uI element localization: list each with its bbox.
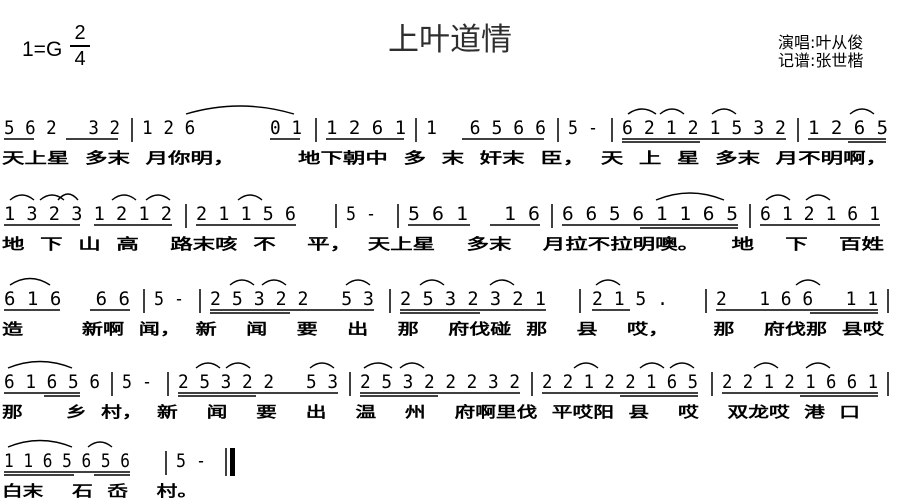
system-1: 5 6 2 3 2 1 2 6 0 1 1 2 6 1 1 6 5 6 6 5 … xyxy=(2,105,888,167)
measure-2-1: 1 3 2 3 1 2 1 2 xyxy=(4,203,172,225)
time-signature-top: 2 xyxy=(74,22,86,44)
measure-1-2: 1 2 6 0 1 xyxy=(142,117,302,139)
measure-1-4: 1 6 5 6 6 xyxy=(426,117,546,139)
measure-3-6: 2 1 6 6 1 1 xyxy=(716,288,878,310)
time-signature-line xyxy=(70,45,90,47)
song-title: 上叶道情 xyxy=(388,22,512,58)
beams-slurs xyxy=(4,439,130,476)
measure-3-5: 2 1 5 . xyxy=(592,288,668,310)
lyrics-line-5: 白末 石 岙 村。 xyxy=(2,482,198,500)
time-signature: 2 4 xyxy=(70,22,90,70)
measure-1-6: 6 2 1 2 1 5 3 2 xyxy=(622,117,786,139)
time-signature-bottom: 4 xyxy=(74,48,86,70)
beams-slurs xyxy=(4,277,878,314)
lyrics-line-1: 天上星 多末 月你明， 地下朝中 多 末 奸末 臣， 天 上 星 多末 月不明啊… xyxy=(2,149,888,167)
measure-1-3: 1 2 6 1 xyxy=(326,117,406,139)
measure-1-1: 5 6 2 3 2 xyxy=(4,117,120,139)
lyrics-line-3: 造 新啊 闻， 新 闻 要 出 那 府伐碰 那 县 哎， 那 府伐那 县哎 xyxy=(2,320,885,338)
measure-4-5: 2 2 1 2 2 1 6 5 xyxy=(542,371,698,393)
measure-2-2: 2 1 1 5 6 xyxy=(196,203,296,225)
measure-1-5: 5 - xyxy=(568,117,598,139)
system-5: 1 1 6 5 6 5 6 5 - 白末 石 岙 村。 xyxy=(2,439,235,500)
measure-4-2: 5 - xyxy=(122,371,152,393)
system-3: 6 1 6 6 6 5 - 2 5 3 2 2 5 3 2 5 3 2 3 2 … xyxy=(2,277,889,338)
key-signature: 1=G xyxy=(22,38,63,61)
singer-credit: 演唱:叶从俊 xyxy=(778,33,864,52)
measure-2-6: 6 1 2 1 6 1 xyxy=(760,203,880,225)
system-2: 1 3 2 3 1 2 1 2 2 1 1 5 6 5 - 5 6 1 1 6 … xyxy=(2,192,884,253)
measure-4-1: 6 1 6 5 6 xyxy=(4,371,100,393)
system-4: 6 1 6 5 6 5 - 2 5 3 2 2 5 3 2 5 3 2 2 2 … xyxy=(2,360,889,421)
lyrics-line-4: 那 乡 村， 新 闻 要 出 温 州 府啊里伐 平哎阳 县 哎 双龙哎 港 口 xyxy=(2,403,860,421)
measure-2-4: 5 6 1 1 6 xyxy=(408,203,540,225)
measure-5-2: 5 - xyxy=(176,450,206,472)
lyrics-line-2: 地 下 山 高 路末咳 不 平， 天上星 多末 月拉不拉明噢。 地 下 百姓 xyxy=(2,235,884,253)
measure-5-1: 1 1 6 5 6 5 6 xyxy=(4,450,130,472)
measure-3-4: 2 5 3 2 3 2 1 xyxy=(400,288,546,310)
measure-3-1: 6 1 6 6 6 xyxy=(4,288,130,310)
beams-slurs xyxy=(4,360,878,397)
measure-4-3: 2 5 3 2 2 5 3 xyxy=(178,371,338,393)
measure-3-3: 2 5 3 2 2 5 3 xyxy=(210,288,374,310)
measure-2-5: 6 6 5 6 1 1 6 5 xyxy=(562,203,738,225)
measure-4-4: 2 5 3 2 2 2 3 2 xyxy=(360,371,520,393)
beams-slurs xyxy=(4,192,880,229)
beams-slurs xyxy=(4,105,886,143)
final-barline-thick xyxy=(230,448,235,476)
measure-3-2: 5 - xyxy=(154,288,184,310)
measure-1-7: 1 2 6 5 xyxy=(808,117,888,139)
measure-4-6: 2 2 1 2 1 6 6 1 xyxy=(722,371,878,393)
measure-2-3: 5 - xyxy=(346,203,376,225)
transcriber-credit: 记谱:张世楷 xyxy=(778,51,864,70)
